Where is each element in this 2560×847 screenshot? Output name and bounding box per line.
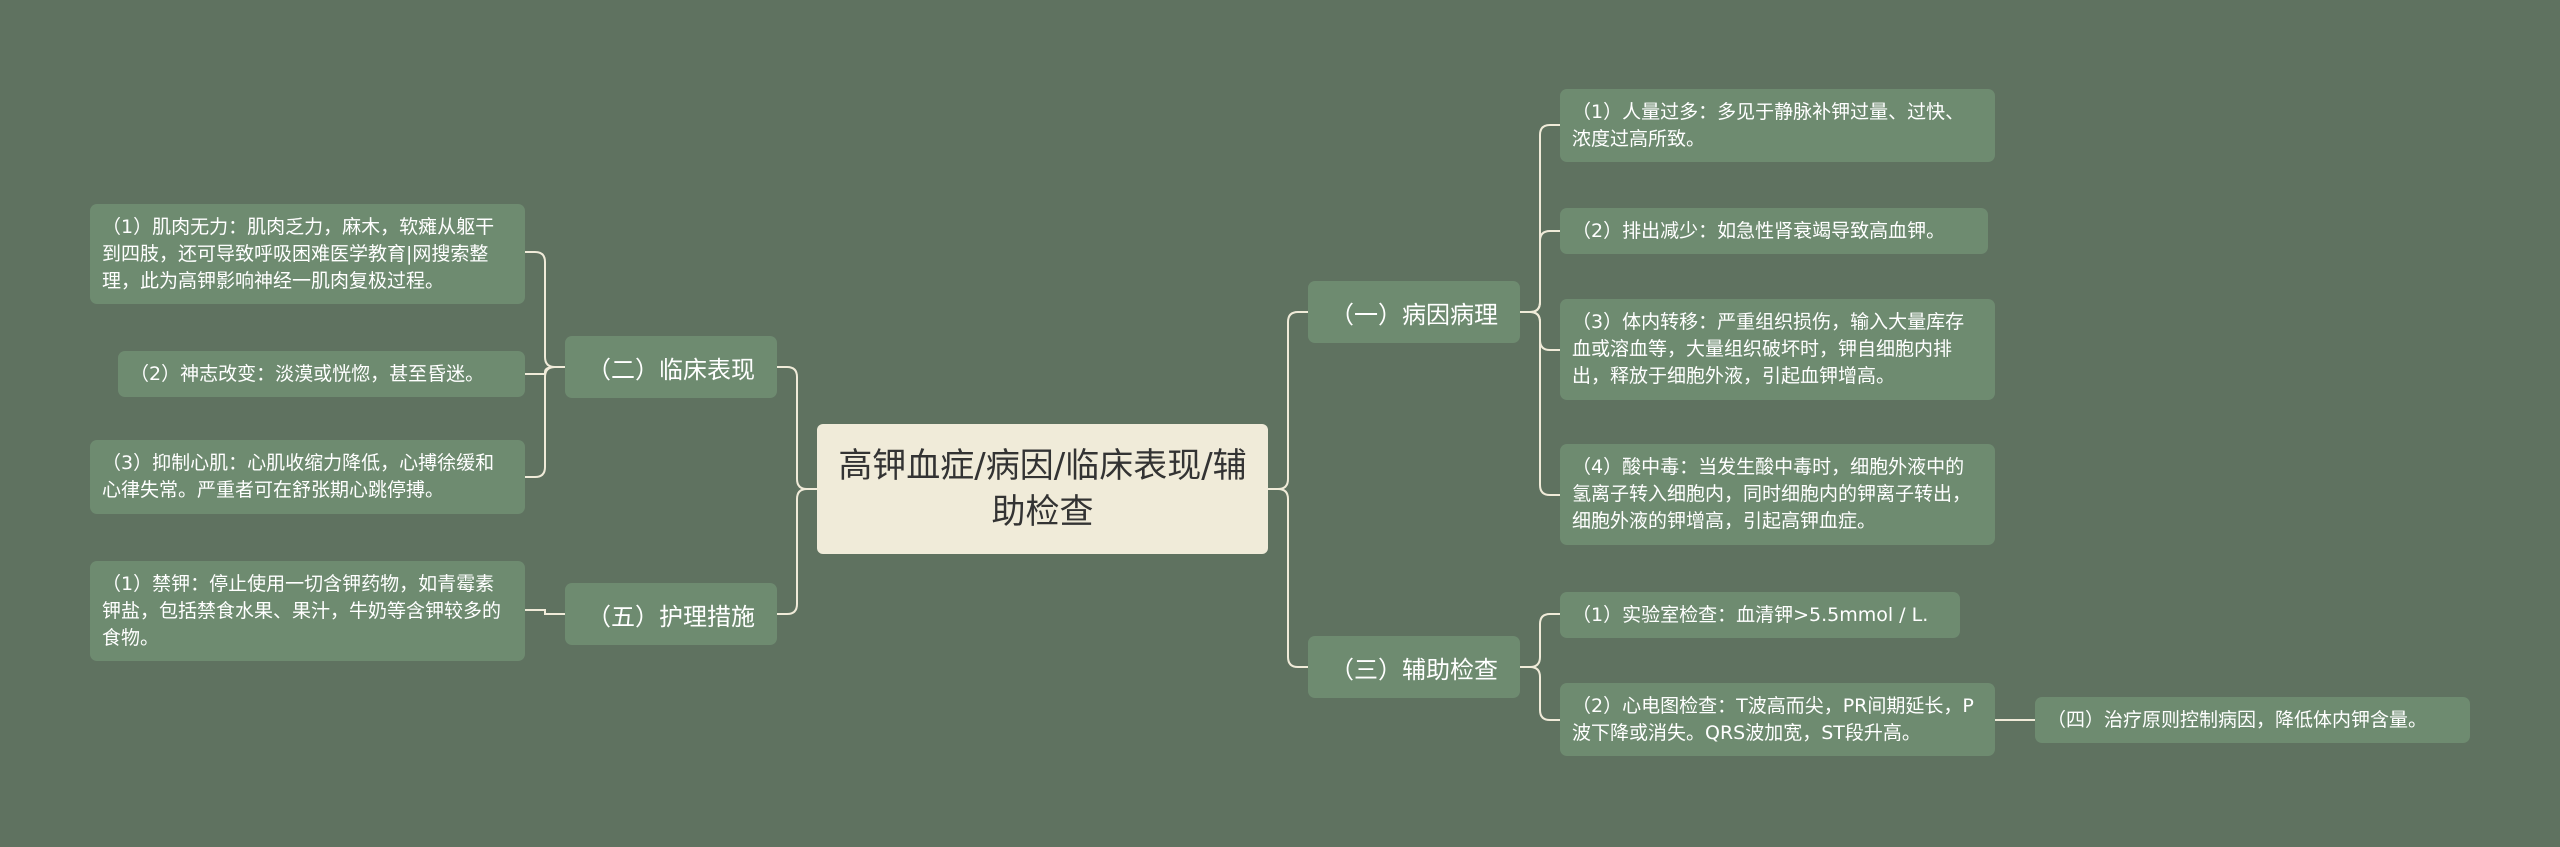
care-item-1[interactable]: （1）禁钾：停止使用一切含钾药物，如青霉素钾盐，包括禁食水果、果汁，牛奶等含钾较… bbox=[90, 561, 525, 661]
clinical-item-3-text: （3）抑制心肌：心肌收缩力降低，心搏徐缓和心律失常。严重者可在舒张期心跳停搏。 bbox=[102, 452, 495, 501]
branch-care-label: （五）护理措施 bbox=[587, 602, 755, 631]
branch-clinical-label: （二）临床表现 bbox=[587, 355, 755, 384]
branch-clinical[interactable]: （二）临床表现 bbox=[565, 336, 777, 398]
link-exam-1 bbox=[1520, 613, 1560, 668]
link-exam-2 bbox=[1520, 666, 1560, 721]
cause-item-2[interactable]: （2）排出减少：如急性肾衰竭导致高血钾。 bbox=[1560, 208, 1988, 254]
link-care-1 bbox=[525, 609, 565, 615]
clinical-item-1[interactable]: （1）肌肉无力：肌肉乏力，麻木，软瘫从躯干到四肢，还可导致呼吸困难医学教育|网搜… bbox=[90, 204, 525, 304]
link-cause-4 bbox=[1520, 311, 1560, 496]
exam-item-2-text: （2）心电图检查：T波高而尖，PR间期延长，P波下降或消失。QRS波加宽，ST段… bbox=[1572, 694, 1974, 744]
root-topic[interactable]: 高钾血症/病因/临床表现/辅助检查 bbox=[817, 424, 1268, 554]
cause-item-2-text: （2）排出减少：如急性肾衰竭导致高血钾。 bbox=[1572, 219, 1946, 242]
link-clinical-1 bbox=[525, 251, 565, 368]
cause-item-1-text: （1）人量过多：多见于静脉补钾过量、过快、浓度过高所致。 bbox=[1572, 100, 1965, 150]
clinical-item-1-text: （1）肌肉无力：肌肉乏力，麻木，软瘫从躯干到四肢，还可导致呼吸困难医学教育|网搜… bbox=[102, 215, 495, 292]
link-root-exam bbox=[1268, 488, 1308, 668]
exam-item-1[interactable]: （1）实验室检查：血清钾>5.5mmol / L. bbox=[1560, 592, 1960, 638]
link-root-cause bbox=[1268, 311, 1308, 490]
link-cause-2 bbox=[1520, 230, 1560, 313]
branch-exam-label: （三）辅助检查 bbox=[1330, 655, 1498, 684]
care-item-1-text: （1）禁钾：停止使用一切含钾药物，如青霉素钾盐，包括禁食水果、果汁，牛奶等含钾较… bbox=[102, 572, 502, 649]
exam-item-2[interactable]: （2）心电图检查：T波高而尖，PR间期延长，P波下降或消失。QRS波加宽，ST段… bbox=[1560, 683, 1995, 756]
link-clinical-3 bbox=[525, 366, 565, 478]
cause-item-4-text: （4）酸中毒：当发生酸中毒时，细胞外液中的氢离子转入细胞内，同时细胞内的钾离子转… bbox=[1572, 456, 1972, 532]
branch-exam[interactable]: （三）辅助检查 bbox=[1308, 636, 1520, 698]
cause-item-3-text: （3）体内转移：严重组织损伤，输入大量库存血或溶血等，大量组织破坏时，钾自细胞内… bbox=[1572, 311, 1965, 387]
root-title: 高钾血症/病因/临床表现/辅助检查 bbox=[838, 446, 1247, 532]
exam-item-1-text: （1）实验室检查：血清钾>5.5mmol / L. bbox=[1572, 603, 1929, 626]
exam-sub-item[interactable]: （四）治疗原则控制病因，降低体内钾含量。 bbox=[2035, 697, 2470, 743]
branch-cause-label: （一）病因病理 bbox=[1330, 300, 1498, 329]
branch-cause[interactable]: （一）病因病理 bbox=[1308, 281, 1520, 343]
clinical-item-2-text: （2）神志改变：淡漠或恍惚，甚至昏迷。 bbox=[130, 362, 485, 385]
exam-sub-item-text: （四）治疗原则控制病因，降低体内钾含量。 bbox=[2047, 708, 2428, 731]
clinical-item-2[interactable]: （2）神志改变：淡漠或恍惚，甚至昏迷。 bbox=[118, 351, 525, 397]
cause-item-4[interactable]: （4）酸中毒：当发生酸中毒时，细胞外液中的氢离子转入细胞内，同时细胞内的钾离子转… bbox=[1560, 444, 1995, 545]
cause-item-3[interactable]: （3）体内转移：严重组织损伤，输入大量库存血或溶血等，大量组织破坏时，钾自细胞内… bbox=[1560, 299, 1995, 400]
clinical-item-3[interactable]: （3）抑制心肌：心肌收缩力降低，心搏徐缓和心律失常。严重者可在舒张期心跳停搏。 bbox=[90, 440, 525, 514]
link-root-clinical bbox=[777, 366, 817, 490]
link-root-care bbox=[777, 488, 817, 615]
branch-care[interactable]: （五）护理措施 bbox=[565, 583, 777, 645]
cause-item-1[interactable]: （1）人量过多：多见于静脉补钾过量、过快、浓度过高所致。 bbox=[1560, 89, 1995, 162]
